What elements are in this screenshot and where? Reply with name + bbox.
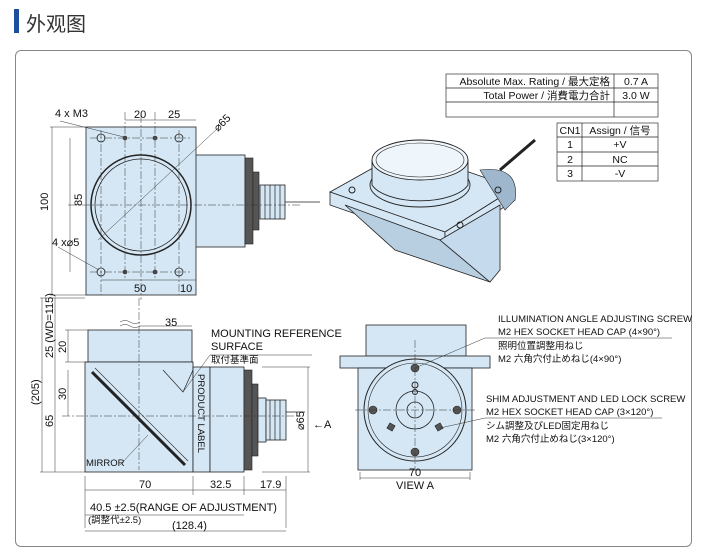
illumination-screw-spec: M2 HEX SOCKET HEAD CAP (4×90°) [498, 327, 660, 338]
view-a-caption: VIEW A [396, 480, 435, 492]
pin-cell: -V [615, 168, 626, 180]
shim-screw-label: SHIM ADJUSTMENT AND LED LOCK SCREW [486, 394, 685, 405]
total-length: (128.4) [172, 520, 207, 532]
dim-32-5: 32.5 [210, 479, 231, 491]
rating-label: Absolute Max. Rating / 最大定格 [459, 75, 610, 88]
dim-20: 20 [57, 341, 69, 353]
dia-65: ⌀65 [295, 411, 307, 430]
illumination-screw-label: ILLUMINATION ANGLE ADJUSTING SCREW [498, 314, 692, 325]
rating-value: 0.7 A [624, 76, 648, 88]
title-accent-bar [14, 9, 19, 33]
power-value: 3.0 W [622, 90, 650, 102]
mirror-label: MIRROR [86, 458, 125, 469]
mounting-surface-label: SURFACE [211, 341, 263, 353]
mounting-jp-label: 取付基準面 [211, 354, 259, 366]
dim-65: 65 [44, 415, 56, 427]
dim-30: 30 [57, 388, 69, 400]
isometric-view [329, 138, 536, 283]
pin-header-cn1: CN1 [559, 125, 580, 137]
adjustment-range: 40.5 ±2.5(RANGE OF ADJUSTMENT) [90, 502, 277, 514]
top-view: 4 x M3 20 25 ⌀65 100 85 4 x⌀5 50 10 [39, 108, 320, 300]
dim-25: 25 [168, 109, 180, 121]
illumination-screw-spec-jp: M2 六角穴付止めねじ(4×90°) [498, 353, 621, 365]
view-a: ILLUMINATION ANGLE ADJUSTING SCREW M2 HE… [339, 314, 692, 492]
shim-screw-spec-jp: M2 六角穴付止めねじ(3×120°) [486, 433, 615, 445]
view-a-arrow: ←A [313, 419, 332, 431]
pin-cell: 1 [567, 139, 573, 151]
dim-100: 100 [39, 193, 51, 211]
screw-label: 4 x M3 [55, 108, 88, 120]
ratings-table: Absolute Max. Rating / 最大定格 0.7 A Total … [445, 73, 659, 118]
illumination-screw-jp: 照明位置調整用ねじ [498, 340, 584, 352]
hole-label: 4 x⌀5 [52, 237, 79, 249]
dim-205: (205) [30, 379, 42, 405]
power-label: Total Power / 消費電力合計 [483, 89, 610, 102]
shim-screw-spec: M2 HEX SOCKET HEAD CAP (3×120°) [486, 407, 653, 418]
dim-20: 20 [134, 109, 146, 121]
page-title: 外观图 [26, 12, 86, 36]
pin-cell: 2 [567, 154, 573, 166]
shim-screw-jp: シム調整及びLED固定用ねじ [486, 420, 609, 432]
pin-cell: 3 [567, 168, 573, 180]
dim-35: 35 [165, 317, 177, 329]
dim-25-wd: 25 (WD=115) [44, 293, 56, 358]
dim-70: 70 [139, 479, 151, 491]
pin-table: CN1 Assign / 信号 1 +V 2 NC 3 -V [556, 122, 659, 182]
dim-10: 10 [180, 283, 192, 295]
mounting-reference-label: MOUNTING REFERENCE [211, 328, 342, 340]
pin-header-assign: Assign / 信号 [589, 125, 650, 137]
dim-50: 50 [134, 283, 146, 295]
pin-cell: +V [613, 139, 626, 151]
drawing-frame [15, 50, 692, 547]
pin-cell: NC [612, 154, 628, 166]
adjustment-range-jp: (調整代±2.5) [88, 514, 141, 526]
dim-85: 85 [73, 194, 85, 206]
dim-17-9: 17.9 [260, 479, 281, 491]
side-view: 35 25 (WD=115) 20 (205) 30 65 MOUNTING R… [30, 293, 342, 532]
dim-70: 70 [409, 467, 421, 479]
product-label: PRODUCT LABEL [195, 374, 206, 453]
